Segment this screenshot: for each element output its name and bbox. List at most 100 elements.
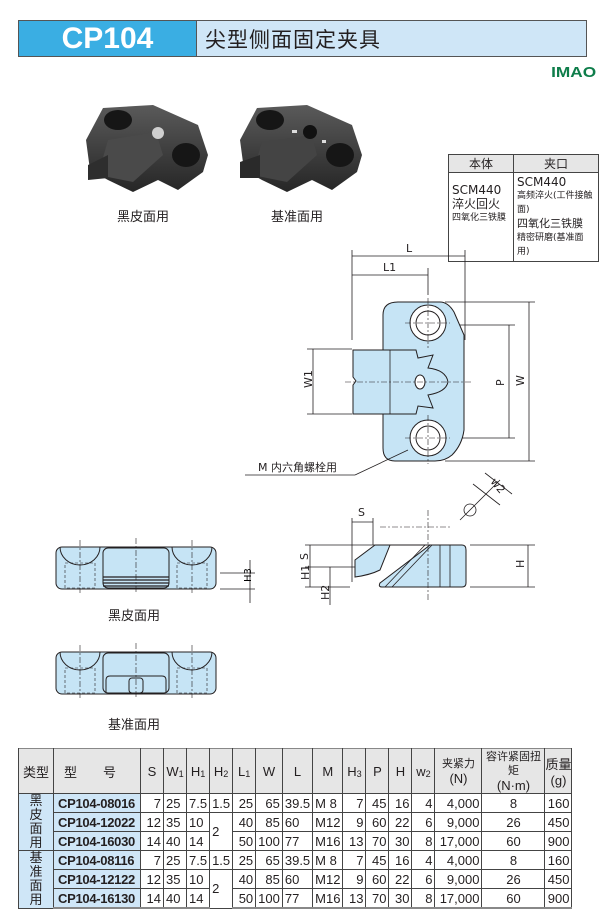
type-char: 用 [29,835,43,850]
dim-label-S-vertical: S [298,553,311,560]
type-char: 面 [29,878,43,894]
cell-H3: 13 [342,831,367,851]
dim-label-S: S [358,506,365,519]
col-w2: w2 [411,748,436,794]
cell-w2: 8 [411,888,436,909]
cell-W: 100 [255,888,283,909]
cell-W1: 35 [163,812,187,832]
model-cell: CP104-12022 [53,812,141,832]
cell-H3: 9 [342,869,367,889]
type-char: 黑 [29,793,43,808]
cell-W1: 25 [163,850,187,870]
cell-M: M16 [312,888,344,909]
cell-H2: 1.5 [209,850,234,870]
bolt-note: M 内六角螺栓用 [258,460,337,474]
type-cell: 黑皮面用 [18,793,54,851]
cell-L1: 25 [232,850,257,870]
clamp-photo-smooth-icon [240,105,362,192]
type-cell: 基准面用 [18,850,54,909]
cell-W1: 40 [163,831,187,851]
cell-w2: 4 [411,850,436,870]
photo-serrated: 黑皮面用 [78,100,208,225]
cell-P: 45 [365,793,390,813]
col-L: L [281,748,314,794]
dim-label-P: P [494,379,507,386]
body-material: SCM440 [452,183,502,197]
cell-force: 17,000 [434,888,483,909]
cell-w2: 6 [411,812,436,832]
cell-L1: 25 [232,793,257,813]
cell-S: 12 [140,812,164,832]
jaw-material: SCM440 [517,175,567,189]
cell-H1: 14 [185,888,211,909]
cell-S: 12 [140,869,164,889]
cell-L: 39.5 [281,850,314,870]
col-M: M [312,748,344,794]
cell-mass: 900 [544,888,573,909]
col-P: P [365,748,390,794]
type-char: 基 [29,850,43,866]
cell-P: 45 [365,850,390,870]
cell-L1: 50 [232,888,257,909]
cell-torque: 8 [481,793,546,813]
col-torque: 容许紧固扭矩(N·m) [481,748,546,794]
dim-label-W: W [514,375,527,386]
front-view-smooth [55,643,217,698]
cell-w2: 8 [411,831,436,851]
cell-M: M16 [312,831,344,851]
cell-torque: 8 [481,850,546,870]
dim-label-H: H [514,560,527,568]
cell-P: 60 [365,812,390,832]
col-clamp-force: 夹紧力(N) [434,748,483,794]
model-cell: CP104-12122 [53,869,141,889]
photo-caption: 基准面用 [270,210,323,225]
cell-W: 85 [255,812,283,832]
cell-torque: 26 [481,869,546,889]
cell-H: 22 [388,812,413,832]
front-view-caption-serrated: 黑皮面用 [108,609,161,624]
cell-torque: 60 [481,888,546,909]
dim-label-w2: w2 [488,476,508,497]
cell-H1: 7.5 [185,793,211,813]
cell-H: 22 [388,869,413,889]
cell-M: M12 [312,869,344,889]
cell-H: 30 [388,831,413,851]
model-cell: CP104-08016 [53,793,141,813]
body-coating: 四氧化三铁膜 [452,213,507,223]
jaw-coating: 四氧化三铁膜 [517,217,583,230]
top-view-drawing: L L1 W P W1 M 内六角螺栓用 [245,242,535,476]
cell-S: 7 [140,850,164,870]
type-char: 准 [29,864,43,880]
cell-W1: 25 [163,793,187,813]
cell-L: 60 [281,869,314,889]
dim-label-L: L [406,242,413,255]
col-L1: L1 [232,748,257,794]
col-H3: H3 [342,748,367,794]
cell-W1: 35 [163,869,187,889]
jaw-treatment: 高频淬火(工件接触面) [517,191,593,215]
cell-M: M 8 [312,793,344,813]
cell-W: 85 [255,869,283,889]
cell-L: 39.5 [281,793,314,813]
cell-mass: 900 [544,831,573,851]
front-view-caption-smooth: 基准面用 [108,718,161,733]
cell-torque: 60 [481,831,546,851]
col-S: S [140,748,164,794]
cell-L1: 50 [232,831,257,851]
cell-H1: 10 [185,869,211,889]
type-char: 皮 [29,807,43,822]
cell-P: 70 [365,831,390,851]
side-view-drawing: S S H1 H2 H w2 [298,472,535,605]
dim-label-H1: H1 [299,565,312,580]
cell-H1: 10 [185,812,211,832]
body-treatment: 淬火回火 [452,197,501,211]
photo-caption: 黑皮面用 [116,210,169,225]
model-cell: CP104-08116 [53,850,141,870]
cell-H3: 13 [342,888,367,909]
cell-H2: 2 [209,812,234,851]
cell-H2: 1.5 [209,793,234,813]
title-bar: CP104 尖型侧面固定夹具 [18,20,587,57]
cell-force: 9,000 [434,869,483,889]
